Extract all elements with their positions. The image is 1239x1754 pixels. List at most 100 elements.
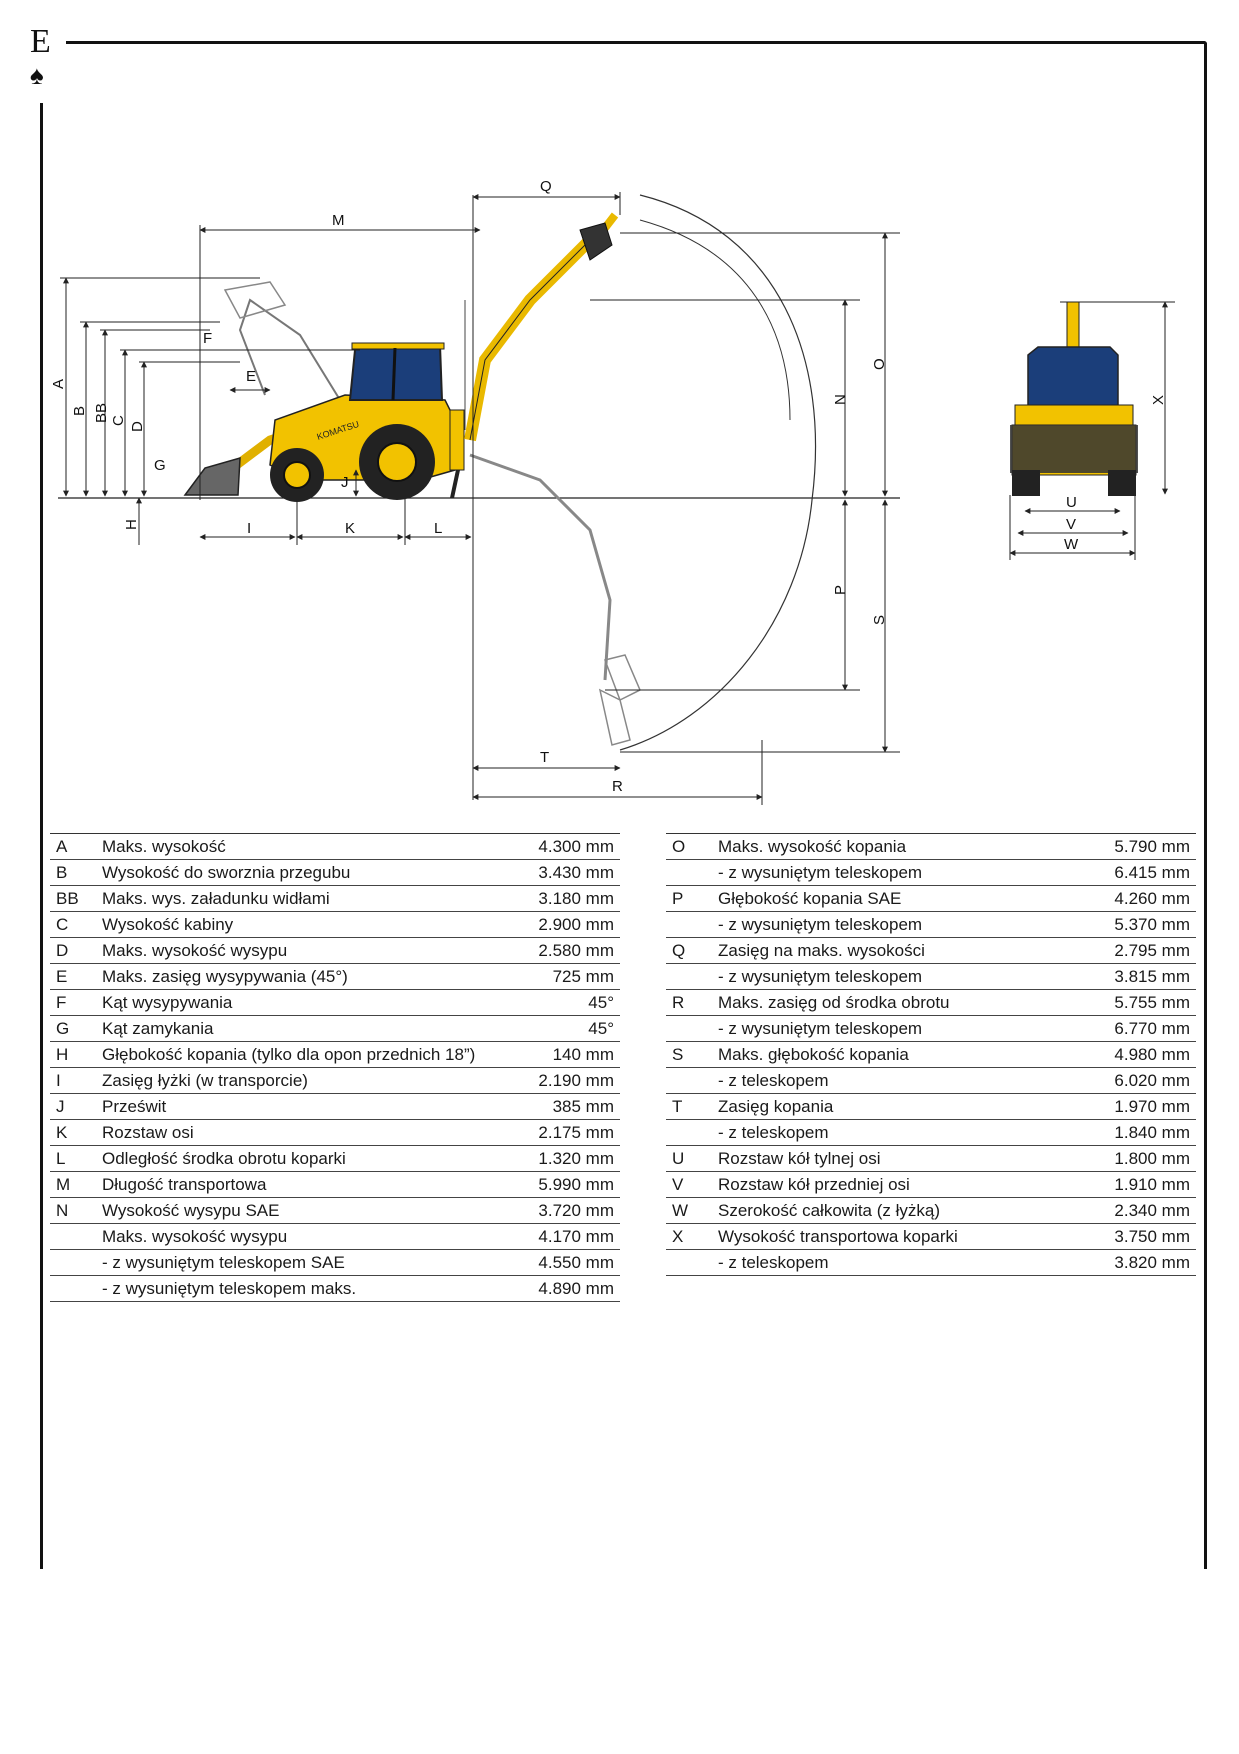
spec-label: Wysokość wysypu SAE: [102, 1201, 280, 1220]
spec-label: Maks. wysokość wysypu: [102, 1227, 288, 1246]
spec-label: - z wysuniętym teleskopem: [718, 967, 923, 986]
spec-value: 3.820 mm: [1114, 1253, 1190, 1272]
spec-code: O: [672, 837, 686, 856]
spec-label: Wysokość transportowa koparki: [718, 1227, 958, 1246]
spec-row: - z wysuniętym teleskopem 6.415 mm: [666, 860, 1196, 886]
spec-value: 1.800 mm: [1114, 1149, 1190, 1168]
spec-value: 6.415 mm: [1114, 863, 1190, 882]
dim-label-J: J: [341, 474, 349, 491]
spec-code: BB: [56, 889, 79, 908]
spec-label: Głębokość kopania (tylko dla opon przedn…: [102, 1045, 476, 1064]
spec-value: 6.770 mm: [1114, 1019, 1190, 1038]
spec-code: G: [56, 1019, 70, 1038]
section-letter: E: [30, 23, 51, 60]
spec-code: Q: [672, 941, 686, 960]
dim-label-B: B: [71, 406, 88, 416]
spec-label: Długość transportowa: [102, 1175, 267, 1194]
dim-label-G: G: [154, 457, 166, 474]
spec-value: 4.890 mm: [538, 1279, 614, 1298]
spec-value: 45°: [588, 1019, 614, 1038]
spec-row: L Odległość środka obrotu koparki 1.320 mm: [50, 1146, 620, 1172]
spec-label: - z wysuniętym teleskopem: [718, 915, 923, 934]
backhoe-loader-side-view: KOMATSU: [183, 195, 641, 800]
spec-code: H: [56, 1045, 69, 1064]
spec-value: 4.550 mm: [538, 1253, 614, 1272]
spec-label: Rozstaw osi: [102, 1123, 194, 1142]
backhoe-loader-rear-view: [1009, 301, 1175, 560]
spec-value: 2.340 mm: [1114, 1201, 1190, 1220]
spec-label: Maks. zasięg od środka obrotu: [718, 993, 950, 1012]
spec-value: 5.790 mm: [1114, 837, 1190, 856]
spec-code: W: [672, 1201, 689, 1220]
spec-label: - z teleskopem: [718, 1123, 829, 1142]
dim-label-X: X: [1150, 395, 1167, 405]
spec-value: 4.170 mm: [538, 1227, 614, 1246]
spec-code: D: [56, 941, 69, 960]
spec-value: 6.020 mm: [1114, 1071, 1190, 1090]
dim-label-R: R: [612, 778, 623, 795]
spec-code: N: [56, 1201, 69, 1220]
spec-code: R: [672, 993, 685, 1012]
spec-label: - z teleskopem: [718, 1071, 829, 1090]
spec-label: - z wysuniętym teleskopem: [718, 863, 923, 882]
spec-value: 2.795 mm: [1114, 941, 1190, 960]
spec-value: 2.190 mm: [538, 1071, 614, 1090]
spec-code: U: [672, 1149, 685, 1168]
spec-label: Odległość środka obrotu koparki: [102, 1149, 346, 1168]
dim-label-N: N: [832, 394, 849, 405]
spec-label: - z wysuniętym teleskopem maks.: [102, 1279, 357, 1298]
spec-label: Rozstaw kół przedniej osi: [718, 1175, 910, 1194]
spec-row: - z wysuniętym teleskopem 5.370 mm: [666, 912, 1196, 938]
spec-code: P: [672, 889, 684, 908]
spec-label: Kąt wysypywania: [102, 993, 233, 1012]
spec-value: 140 mm: [552, 1045, 614, 1064]
spec-label: Prześwit: [102, 1097, 167, 1116]
spec-value: 3.750 mm: [1114, 1227, 1190, 1246]
spec-code: L: [56, 1149, 66, 1168]
dim-label-W: W: [1064, 536, 1079, 553]
spec-row: U Rozstaw kół tylnej osi 1.800 mm: [666, 1146, 1196, 1172]
spec-value: 4.260 mm: [1114, 889, 1190, 908]
dim-label-L: L: [434, 520, 442, 537]
dim-label-I: I: [247, 520, 251, 537]
spec-code: B: [56, 863, 68, 882]
spec-label: Rozstaw kół tylnej osi: [718, 1149, 881, 1168]
page-frame-left: [40, 103, 43, 1569]
spec-code: K: [56, 1123, 68, 1142]
spec-label: Maks. głębokość kopania: [718, 1045, 909, 1064]
dim-label-C: C: [110, 415, 127, 426]
spec-label: Głębokość kopania SAE: [718, 889, 902, 908]
dim-label-O: O: [871, 358, 888, 370]
spec-row: X Wysokość transportowa koparki 3.750 mm: [666, 1224, 1196, 1250]
spec-value: 3.430 mm: [538, 863, 614, 882]
spec-value: 4.980 mm: [1114, 1045, 1190, 1064]
spec-label: Maks. wys. załadunku widłami: [102, 889, 330, 908]
spec-row: Maks. wysokość wysypu 4.170 mm: [50, 1224, 620, 1250]
spec-label: Kąt zamykania: [102, 1019, 214, 1038]
spec-value: 1.910 mm: [1114, 1175, 1190, 1194]
spec-value: 725 mm: [552, 967, 614, 986]
spec-value: 45°: [588, 993, 614, 1012]
spec-value: 5.755 mm: [1114, 993, 1190, 1012]
spec-value: 1.320 mm: [538, 1149, 614, 1168]
spec-label: Maks. wysokość wysypu: [102, 941, 288, 960]
spec-code: E: [56, 967, 68, 986]
spec-code: X: [672, 1227, 684, 1246]
spec-label: Zasięg na maks. wysokości: [718, 941, 925, 960]
spec-code: A: [56, 837, 68, 856]
spec-value: 5.370 mm: [1114, 915, 1190, 934]
dim-label-P: P: [832, 585, 849, 595]
dim-label-H: H: [123, 519, 140, 530]
